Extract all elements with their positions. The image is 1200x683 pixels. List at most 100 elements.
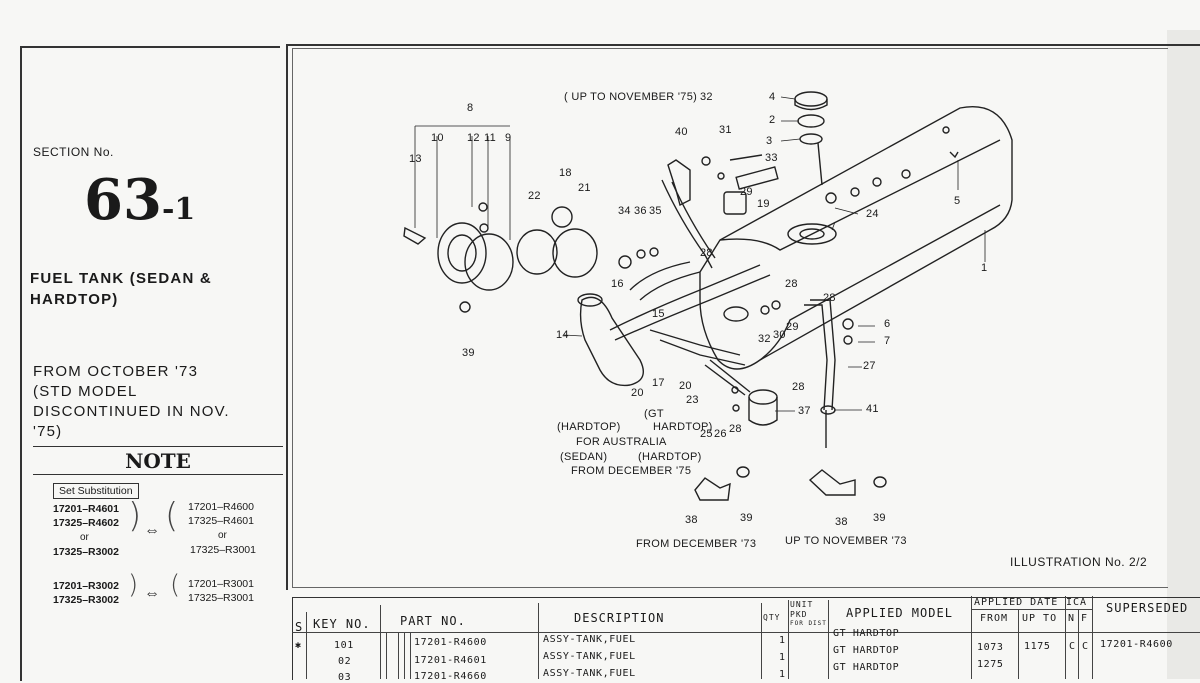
callout: 3: [766, 135, 773, 147]
callout: 5: [954, 195, 961, 207]
callout: 36: [634, 205, 647, 217]
header-f: F: [1081, 613, 1089, 624]
label-hardtop-aus: (HARDTOP): [557, 421, 621, 433]
callout: 28: [792, 381, 805, 393]
note-or: or: [218, 530, 227, 541]
label-from-dec-75: FROM DECEMBER '75: [571, 465, 692, 477]
row-superseded: 17201-R4600: [1100, 639, 1173, 650]
from-line-4: '75): [33, 423, 63, 440]
callout: 37: [798, 405, 811, 417]
row-model: GT HARDTOP: [833, 628, 900, 639]
col-divider: [971, 596, 972, 679]
callout: 19: [757, 198, 770, 210]
from-line-1: FROM OCTOBER '73: [33, 363, 199, 380]
illustration-number: ILLUSTRATION No. 2/2: [1010, 555, 1148, 569]
label-hardtop: (HARDTOP): [638, 451, 702, 463]
callout: 7: [884, 335, 891, 347]
row-part: 17201-R4600: [414, 637, 487, 648]
callout: 40: [675, 126, 688, 138]
callout: 39: [740, 512, 753, 524]
col-divider: [398, 633, 399, 679]
callout: 2: [769, 114, 776, 126]
callout: 34: [618, 205, 631, 217]
callout: 41: [866, 403, 879, 415]
header-applied-model: APPLIED MODEL: [846, 606, 953, 620]
callout: 29: [740, 186, 753, 198]
col-divider: [761, 603, 762, 679]
header-description: DESCRIPTION: [574, 611, 665, 625]
callout: 23: [686, 394, 699, 406]
from-line-3: DISCONTINUED IN NOV.: [33, 403, 230, 420]
header-n: N: [1068, 613, 1076, 624]
note-part-number: 17325–R4602: [53, 517, 119, 529]
subheader-divider: [971, 609, 1092, 610]
row-desc: ASSY-TANK,FUEL: [543, 668, 636, 679]
note-part-number: 17201–R4601: [53, 503, 119, 515]
col-divider: [1018, 610, 1019, 679]
note-divider-bottom: [33, 474, 283, 475]
callout: 27: [863, 360, 876, 372]
row-qty: 1: [779, 635, 786, 646]
row-qty: 1: [779, 669, 786, 680]
callout: 33: [765, 152, 778, 164]
callout: 24: [866, 208, 879, 220]
section-number-suffix: -1: [161, 192, 196, 227]
header-key-no: KEY NO.: [313, 617, 371, 631]
callout: 32: [758, 333, 771, 345]
col-divider: [410, 633, 411, 679]
label-up-to-nov-75: ( UP TO NOVEMBER '75): [564, 91, 698, 103]
callout: 26: [714, 428, 727, 440]
header-part-no: PART NO.: [400, 614, 466, 628]
callout: 28: [700, 247, 713, 259]
callout: 6: [884, 318, 891, 330]
table-header-divider: [292, 632, 1200, 633]
callout: 39: [462, 347, 475, 359]
section-number-main: 63: [84, 167, 162, 233]
note-part-number: 17201–R3001: [188, 578, 254, 590]
bracket-left: (: [170, 570, 181, 600]
substitution-arrow: ⇔: [144, 522, 160, 539]
header-unit-pkd: UNIT PKD: [790, 600, 814, 619]
col-divider: [306, 612, 307, 679]
bracket-left: (: [165, 496, 179, 536]
callout: 30: [773, 329, 786, 341]
illustration-area: [292, 48, 1168, 588]
row-key: 02: [338, 656, 352, 667]
row-upto: 1175: [1024, 641, 1051, 652]
title-line-2: HARDTOP): [30, 291, 119, 308]
row-desc: ASSY-TANK,FUEL: [543, 651, 636, 662]
callout: 29: [786, 321, 799, 333]
col-divider: [788, 600, 789, 679]
callout: 12: [467, 132, 480, 144]
row-from: 1073: [977, 642, 1004, 653]
callout: 18: [559, 167, 572, 179]
label-from-dec-73: FROM DECEMBER '73: [636, 538, 757, 550]
set-substitution-label: Set Substitution: [53, 483, 139, 499]
header-superseded: SUPERSEDED: [1106, 601, 1189, 615]
section-title: FUEL TANK (SEDAN & HARDTOP): [30, 268, 280, 310]
model-period: FROM OCTOBER '73 (STD MODEL DISCONTINUED…: [33, 362, 283, 442]
callout: 28: [823, 292, 836, 304]
row-model: GT HARDTOP: [833, 662, 900, 673]
note-or: or: [80, 532, 89, 543]
callout: 20: [631, 387, 644, 399]
note-part-number: 17325–R4601: [188, 515, 254, 527]
callout: 8: [467, 102, 474, 114]
callout: 28: [785, 278, 798, 290]
callout: 38: [685, 514, 698, 526]
callout: 17: [652, 377, 665, 389]
header-from: FROM: [980, 613, 1009, 624]
bracket-right: ): [128, 570, 139, 600]
label-up-to-nov-73: UP TO NOVEMBER '73: [785, 535, 907, 547]
header-applied-date: APPLIED DATE: [974, 597, 1059, 608]
from-line-2: (STD MODEL: [33, 383, 138, 400]
row-mark: ✱: [295, 640, 302, 651]
row-from: 1275: [977, 659, 1004, 670]
section-panel: [20, 46, 280, 681]
header-up-to: UP TO: [1022, 613, 1058, 624]
substitution-arrow: ⇔: [144, 585, 160, 602]
callout: 11: [484, 132, 497, 144]
row-key: 101: [334, 640, 354, 651]
callout: 10: [431, 132, 444, 144]
